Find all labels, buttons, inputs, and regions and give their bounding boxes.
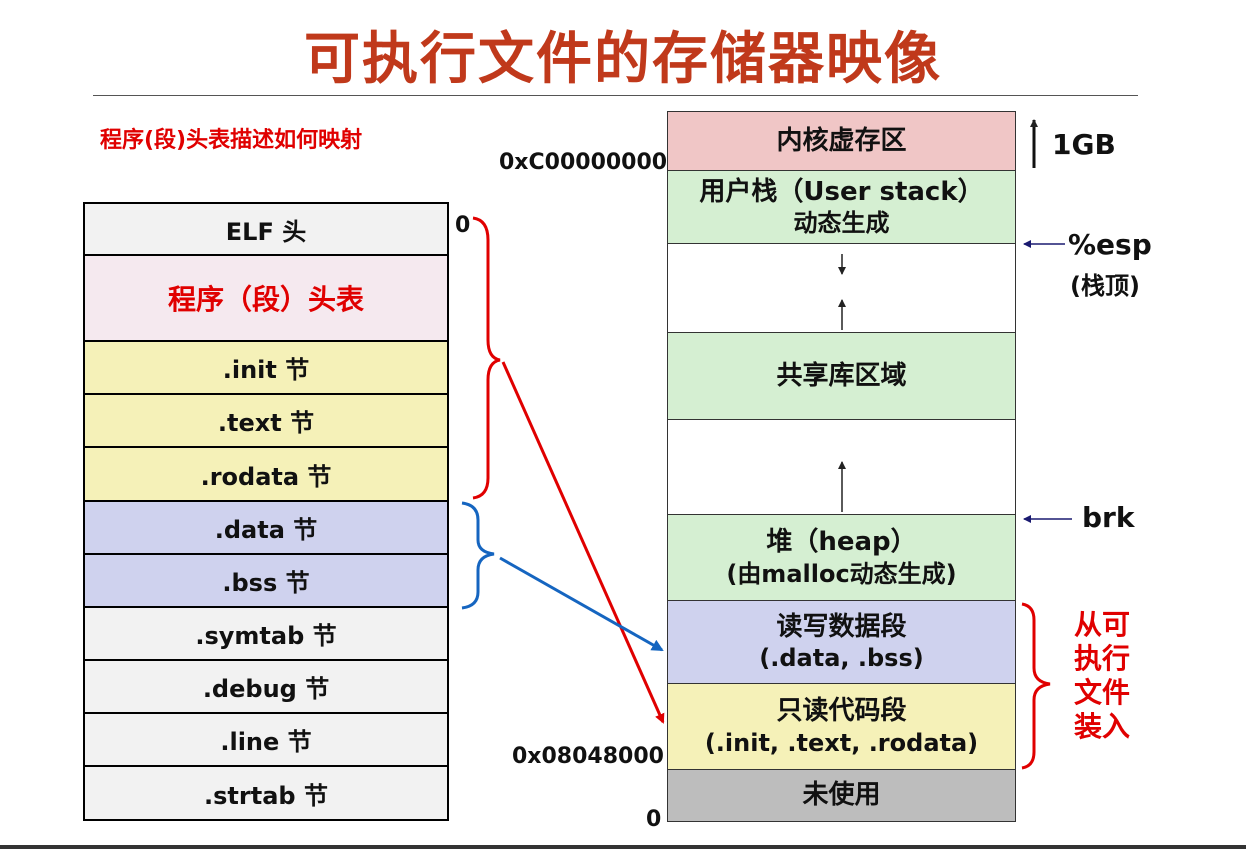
elf-section-label: .strtab 节 <box>204 781 328 810</box>
memory-region-sublabel: 动态生成 <box>793 209 890 238</box>
memory-region: 共享库区域 <box>667 333 1016 420</box>
memory-region-label: 堆（heap） <box>766 527 917 558</box>
subtitle: 程序(段)头表描述如何映射 <box>100 128 363 153</box>
elf-section-row: .text 节 <box>83 395 449 448</box>
right-red-brace <box>1021 602 1051 770</box>
memory-image: 内核虚存区用户栈（User stack）动态生成共享库区域堆（heap）(由ma… <box>667 111 1016 822</box>
elf-section-label: .rodata 节 <box>200 462 332 491</box>
memory-region-label: 读写数据段 <box>776 611 907 642</box>
memory-region-sublabel: (.data, .bss) <box>759 644 924 673</box>
address-zero: 0 <box>646 807 662 832</box>
page-title: 可执行文件的存储器映像 <box>304 27 942 92</box>
address-code-start: 0x08048000 <box>512 744 664 769</box>
elf-section-row: .bss 节 <box>83 555 449 608</box>
blue-mapping-arrow <box>499 556 664 652</box>
elf-section-row: .rodata 节 <box>83 448 449 502</box>
memory-region: 只读代码段(.init, .text, .rodata) <box>667 684 1016 770</box>
elf-section-label: .line 节 <box>220 728 312 756</box>
memory-region: 未使用 <box>667 770 1016 822</box>
elf-section-row: 程序（段）头表 <box>83 256 449 342</box>
red-mapping-arrow <box>501 361 665 724</box>
elf-section-label: .symtab 节 <box>195 622 337 650</box>
memory-region-label: 未使用 <box>802 780 881 811</box>
memory-region-label: 只读代码段 <box>776 696 907 727</box>
memory-region-label: 共享库区域 <box>776 360 907 391</box>
elf-section-label: 程序（段）头表 <box>167 283 364 316</box>
address-kernel-start: 0xC00000000 <box>499 150 668 175</box>
memory-region: 用户栈（User stack）动态生成 <box>667 171 1016 244</box>
memory-region-label: 内核虚存区 <box>776 125 907 156</box>
elf-section-label: .debug 节 <box>202 675 330 703</box>
esp-label: %esp <box>1068 228 1152 261</box>
memory-region-sublabel: (.init, .text, .rodata) <box>704 728 979 757</box>
elf-section-label: .data 节 <box>214 516 318 544</box>
elf-section-row: .symtab 节 <box>83 608 449 661</box>
loaded-from-exe-note: 从可执行文件装入 <box>1073 608 1130 744</box>
elf-section-label: .bss 节 <box>222 569 310 597</box>
elf-offset-zero: 0 <box>455 213 471 238</box>
elf-section-row: .data 节 <box>83 502 449 555</box>
brk-label: brk <box>1082 501 1135 534</box>
memory-region-sublabel: (由malloc动态生成) <box>726 559 957 588</box>
elf-section-row: .debug 节 <box>83 661 449 714</box>
elf-section-row: ELF 头 <box>83 202 449 256</box>
memory-region: 堆（heap）(由malloc动态生成) <box>667 515 1016 601</box>
memory-region: 内核虚存区 <box>667 111 1016 171</box>
elf-section-row: .line 节 <box>83 714 449 767</box>
elf-section-label: .init 节 <box>222 356 310 384</box>
memory-region-label: 用户栈（User stack） <box>699 176 984 207</box>
kernel-size-label: 1GB <box>1052 128 1116 161</box>
elf-section-row: .init 节 <box>83 342 449 395</box>
red-brace <box>472 216 501 500</box>
memory-region: 读写数据段(.data, .bss) <box>667 601 1016 684</box>
title-divider <box>93 95 1138 96</box>
blue-brace <box>461 501 495 610</box>
elf-section-label: .text 节 <box>217 409 315 437</box>
bottom-divider <box>0 845 1246 849</box>
elf-file-layout: ELF 头程序（段）头表 .init 节 .text 节 .rodata 节 .data… <box>83 202 449 821</box>
elf-section-label: ELF 头 <box>225 217 307 246</box>
elf-section-row: .strtab 节 <box>83 767 449 821</box>
stack-top-label: (栈顶) <box>1070 272 1140 300</box>
